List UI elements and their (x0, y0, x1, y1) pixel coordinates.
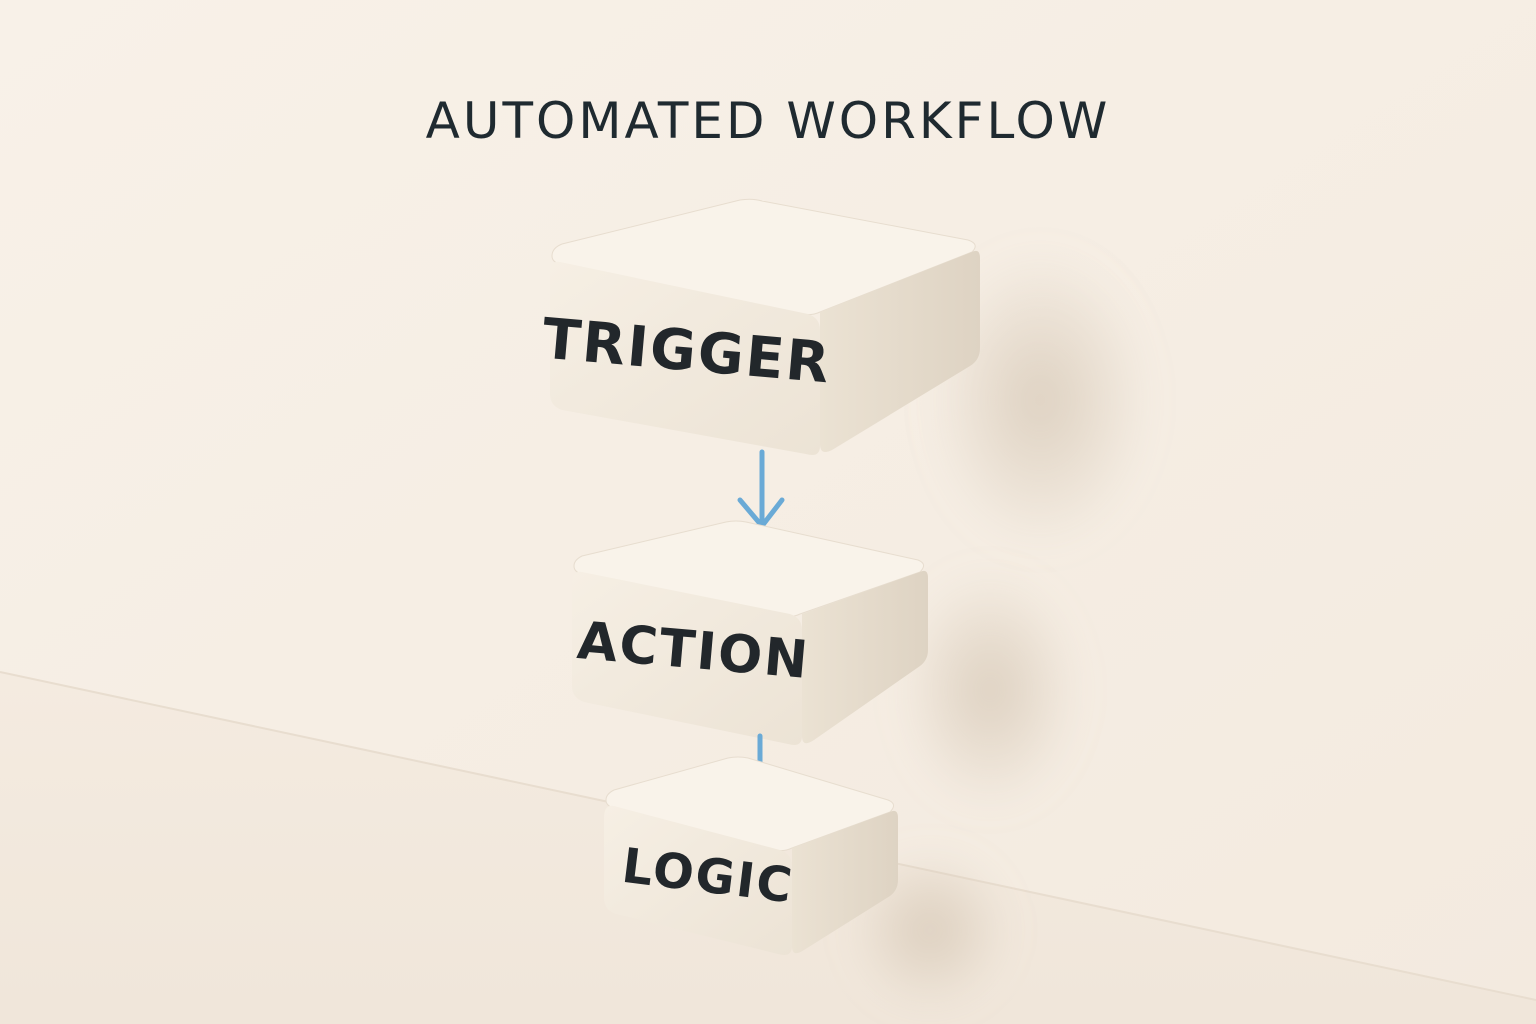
action-side-face (802, 570, 928, 744)
logic-side-face (792, 810, 898, 954)
diagram-title: AUTOMATED WORKFLOW (425, 92, 1111, 150)
logic-front-face (604, 805, 792, 955)
trigger-side-face (820, 250, 980, 452)
trigger-front-face (550, 261, 820, 455)
logic-block: LOGIC (604, 756, 898, 955)
action-block: ACTION (572, 520, 928, 745)
trigger-block: TRIGGER (540, 198, 980, 455)
action-shadow (900, 570, 1080, 810)
action-front-face (572, 571, 802, 745)
trigger-shadow (930, 250, 1150, 550)
